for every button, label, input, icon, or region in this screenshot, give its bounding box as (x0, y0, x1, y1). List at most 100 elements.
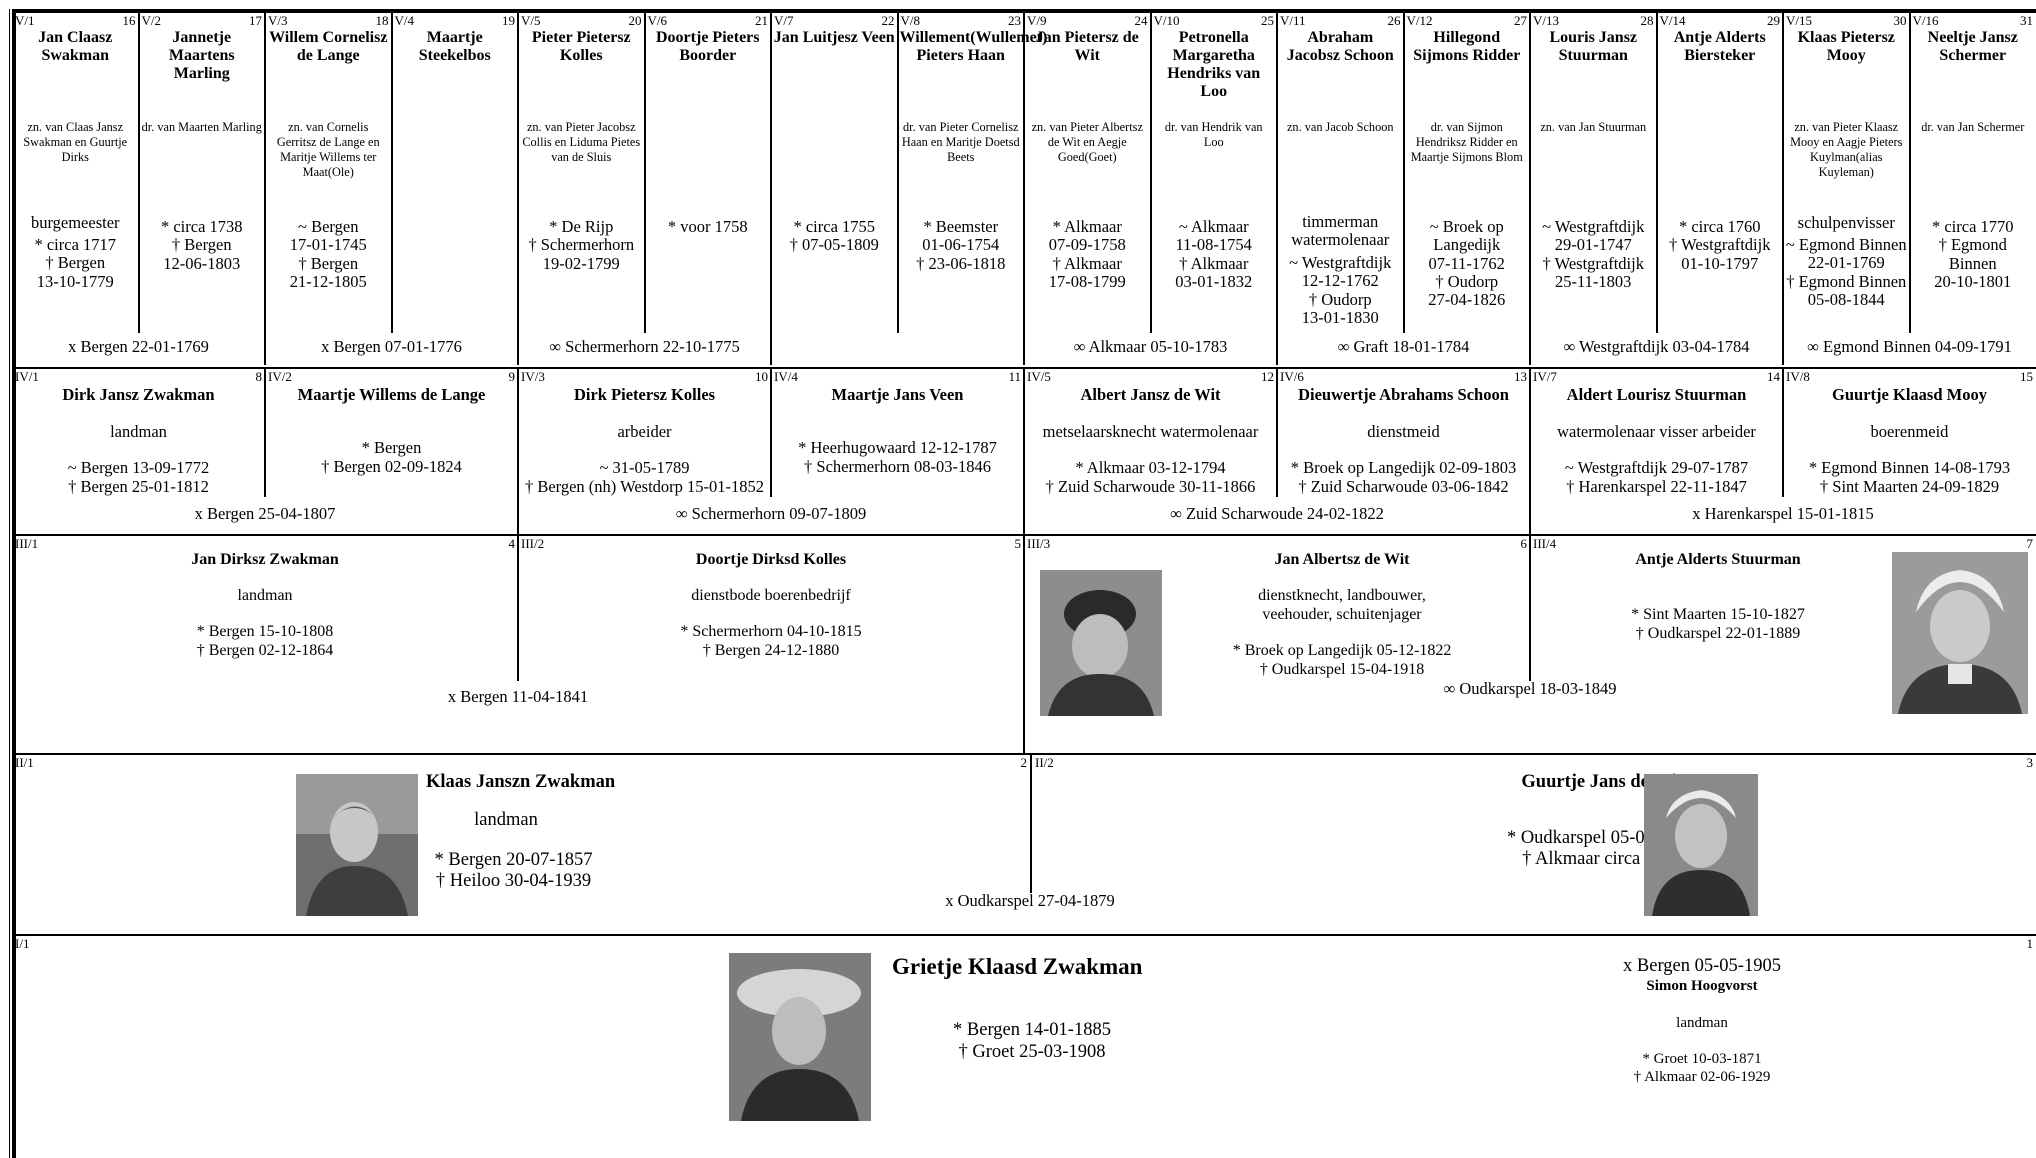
person-code: II/2 (1035, 755, 1054, 770)
person-number: 11 (1008, 369, 1021, 384)
person-name: Aldert Lourisz Stuurman (1566, 385, 1747, 404)
person-name: Maartje Willems de Lange (297, 385, 486, 404)
column-divider (1023, 536, 1025, 753)
column-divider (517, 11, 519, 365)
person-II-1: II/1 2 Klaas Janszn Zwakman landman * Be… (12, 755, 1030, 934)
column-divider (1529, 11, 1531, 365)
person-code: III/3 (1027, 536, 1051, 551)
spouse-marriage: x Bergen 05-05-1905 (1623, 956, 1781, 976)
person-code: III/4 (1533, 536, 1557, 551)
column-divider (896, 11, 899, 333)
person-name: Louris Jansz Stuurman (1549, 29, 1638, 64)
person-code: V/12 (1406, 13, 1433, 28)
person-code: V/2 (141, 13, 162, 28)
marriage-gen5: ∞ Schermerhorn 22-10-1775 (549, 337, 740, 356)
column-divider (1529, 369, 1531, 534)
person-vitals: * Alkmaar 07-09-1758 † Alkmaar 17-08-179… (1048, 217, 1126, 291)
person-code: I/1 (15, 936, 30, 951)
person-name: Jan Dirksz Zwakman (191, 551, 339, 568)
row-divider-gen2 (12, 934, 2036, 936)
person-parents: dr. van Hendrik van Loo (1164, 120, 1263, 149)
person-code: IV/4 (774, 369, 798, 384)
person-vitals: * Bergen 15-10-1808 † Bergen 02-12-1864 (196, 623, 334, 659)
person-code: V/9 (1027, 13, 1047, 28)
person-name: Abraham Jacobsz Schoon (1286, 29, 1394, 64)
person-occupation: landman (474, 810, 538, 830)
person-name: Jan Luitjesz Veen (773, 29, 895, 46)
person-vitals: ~ Alkmaar 11-08-1754 † Alkmaar 03-01-183… (1175, 217, 1253, 291)
person-vitals: ~ Broek op Langedijk 07-11-1762 † Oudorp… (1428, 217, 1506, 310)
person-occupation: landman (110, 422, 167, 441)
person-code: V/4 (394, 13, 415, 28)
person-vitals: ~ Westgraftdijk 29-01-1747 † Westgraftdi… (1542, 217, 1645, 291)
person-vitals: ~ Bergen 13-09-1772 † Bergen 25-01-1812 (67, 458, 210, 496)
person-parents: zn. van Pieter Jacobsz Collis en Liduma … (522, 120, 641, 164)
person-code: V/8 (900, 13, 921, 28)
gen2-couple-divider (1030, 755, 1032, 893)
spouse-vitals: * Groet 10-03-1871 † Alkmaar 02-06-1929 (1633, 1051, 1771, 1085)
chart-left-border (12, 9, 16, 1158)
column-divider (1782, 369, 1784, 497)
column-divider (643, 11, 646, 333)
person-parents: zn. van Pieter Klaasz Mooy en Aagje Piet… (1790, 120, 1903, 179)
marriage-gen5: ∞ Westgraftdijk 03-04-1784 (1563, 337, 1750, 356)
person-code: IV/3 (521, 369, 545, 384)
marriage-gen5: x Bergen 22-01-1769 (68, 337, 209, 356)
person-name: Antje Alderts Biersteker (1673, 29, 1766, 64)
marriage-gen4: ∞ Schermerhorn 09-07-1809 (675, 504, 867, 523)
person-parents: zn. van Pieter Albertsz de Wit en Aegje … (1031, 120, 1143, 164)
column-divider (517, 369, 519, 534)
person-vitals: * circa 1770 † Egmond Binnen 20-10-1801 (1931, 217, 2014, 291)
person-vitals: * voor 1758 (667, 217, 748, 236)
column-divider (1402, 11, 1405, 333)
person-code: V/16 (1912, 13, 1939, 28)
person-code: III/1 (15, 536, 39, 551)
column-divider (1149, 11, 1152, 333)
person-name: Albert Jansz de Wit (1080, 385, 1221, 404)
person-vitals: ~ Westgraftdijk 12-12-1762 † Oudorp 13-0… (1289, 253, 1392, 327)
person-number: 14 (1767, 369, 1780, 384)
person-name: Willement(Wullemet) Pieters Haan (899, 29, 1048, 64)
person-vitals: * Schermerhorn 04-10-1815 † Bergen 24-12… (680, 623, 862, 659)
person-code: V/10 (1153, 13, 1180, 28)
person-parents: dr. van Maarten Marling (141, 120, 262, 134)
person-occupation: watermolenaar visser arbeider (1557, 422, 1756, 441)
marriage-gen5: x Bergen 07-01-1776 (321, 337, 462, 356)
person-occupation: landman (237, 587, 293, 604)
person-name: Guurtje Klaasd Mooy (1832, 385, 1987, 404)
person-code: V/7 (774, 13, 794, 28)
person-number: 31 (2020, 13, 2033, 28)
person-name: Petronella Margaretha Hendriks van Loo (1167, 29, 1261, 100)
person-name: Guurtje Jans de Wit (1521, 772, 1683, 792)
person-name: Dieuwertje Abrahams Schoon (1298, 385, 1509, 404)
person-name: Antje Alderts Stuurman (1635, 551, 1801, 568)
person-parents: zn. van Jacob Schoon (1286, 120, 1394, 134)
column-divider (390, 11, 393, 333)
person-code: V/11 (1280, 13, 1306, 28)
person-occupation: arbeider (617, 422, 672, 441)
column-divider (770, 369, 772, 497)
person-vitals: * De Rijp † Schermerhorn 19-02-1799 (528, 217, 635, 273)
person-occupation: burgemeester (30, 213, 120, 232)
person-code: V/13 (1533, 13, 1559, 28)
person-occupation: dienstknecht, landbouwer, veehouder, sch… (1258, 587, 1426, 623)
person-number: 26 (1387, 13, 1401, 28)
person-occupation: boerenmeid (1870, 422, 1949, 441)
person-code: III/2 (521, 536, 545, 551)
person-name: Hillegond Sijmons Ridder (1413, 29, 1521, 64)
chart-left-border-outer (9, 9, 10, 1158)
spouse-name: Simon Hoogvorst (1646, 978, 1758, 994)
row-divider-gen5 (12, 367, 2036, 369)
person-code: V/3 (268, 13, 288, 28)
column-divider (264, 369, 266, 497)
portrait-photo-image (1644, 774, 1758, 916)
marriage-gen4: ∞ Zuid Scharwoude 24-02-1822 (1170, 504, 1384, 523)
portrait-photo-image (1892, 552, 2028, 714)
